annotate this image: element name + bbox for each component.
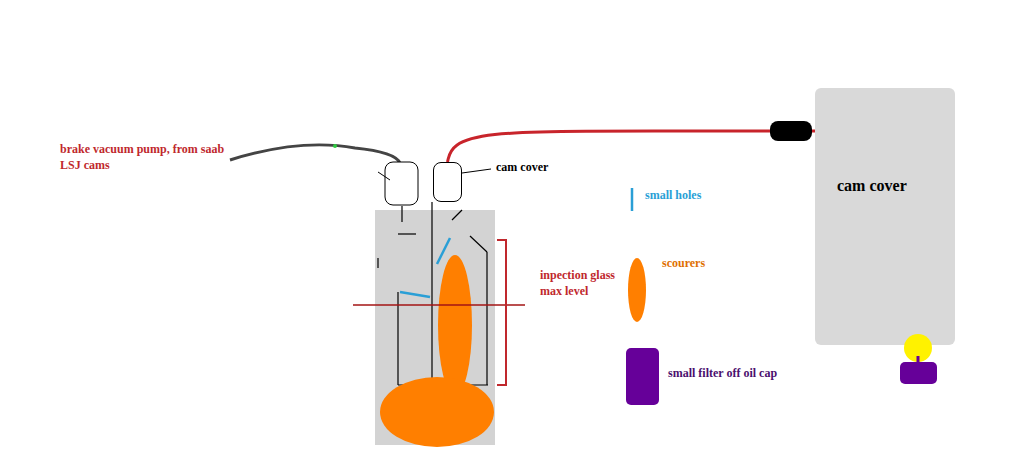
node-label: cam cover bbox=[496, 160, 548, 175]
hose-coupler bbox=[770, 121, 812, 141]
cam-cover-body bbox=[815, 88, 955, 345]
legend-scourer-sample bbox=[628, 258, 646, 322]
max-level-line bbox=[353, 304, 525, 306]
fitting-tick bbox=[378, 172, 390, 180]
small-hole bbox=[400, 292, 430, 297]
legend-text: scourers bbox=[662, 256, 782, 272]
scourer bbox=[438, 255, 472, 395]
leader-line bbox=[462, 169, 491, 173]
glass-bracket bbox=[497, 240, 506, 385]
legend-text: small filter off oil cap bbox=[668, 366, 778, 382]
tank-baffles bbox=[378, 202, 488, 385]
oil-hose bbox=[448, 131, 816, 162]
cam-cover-box: cam cover bbox=[815, 88, 955, 345]
hose-fitting bbox=[385, 162, 418, 205]
legend-hole-sample bbox=[631, 188, 634, 211]
vacuum-hose bbox=[230, 145, 400, 163]
legend-filter-sample bbox=[626, 348, 659, 405]
legend-text: small holes bbox=[645, 188, 765, 204]
part-label: inpection glass max level bbox=[540, 268, 635, 299]
small-hole bbox=[437, 238, 450, 264]
scourer bbox=[380, 377, 494, 447]
oil-filter bbox=[900, 362, 937, 384]
hose-mark bbox=[333, 144, 337, 148]
node-label: cam cover bbox=[837, 176, 907, 196]
hose-fitting: cam cover bbox=[433, 162, 462, 202]
part-label: brake vacuum pump, from saab LSJ cams bbox=[60, 142, 245, 173]
